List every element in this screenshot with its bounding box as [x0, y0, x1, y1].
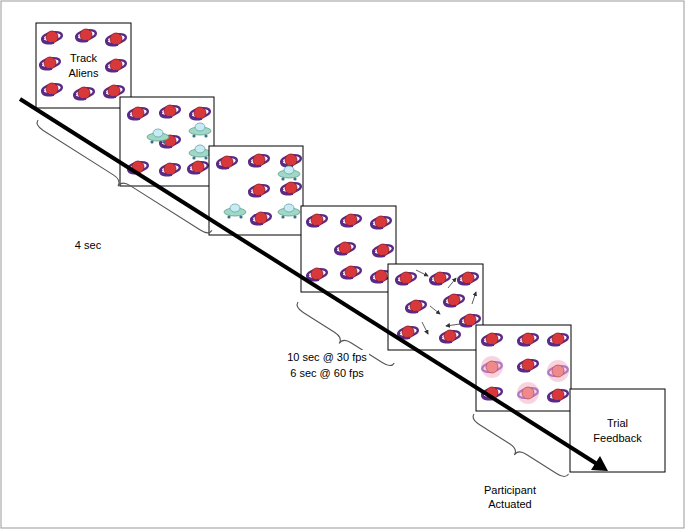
display-frame	[570, 389, 665, 472]
duration-label: 10 sec @ 30 fps	[285, 350, 369, 364]
start-frame: Track Aliens	[36, 23, 131, 108]
trial-frames	[36, 23, 665, 472]
timeline-arrow	[20, 99, 608, 471]
feedback-frame: Trial Feedback	[570, 389, 665, 472]
duration-label: 6 sec @ 60 fps	[288, 366, 366, 380]
duration-label: Participant Actuated	[469, 483, 551, 512]
frame-text: Trial Feedback	[590, 416, 646, 445]
duration-label: 4 sec	[73, 238, 103, 252]
display-frame	[36, 23, 131, 108]
time-brackets	[31, 120, 569, 485]
display-frame	[388, 264, 483, 350]
display-frame	[301, 206, 396, 292]
frame-text: Track Aliens	[56, 51, 112, 80]
display-frame	[209, 146, 303, 235]
